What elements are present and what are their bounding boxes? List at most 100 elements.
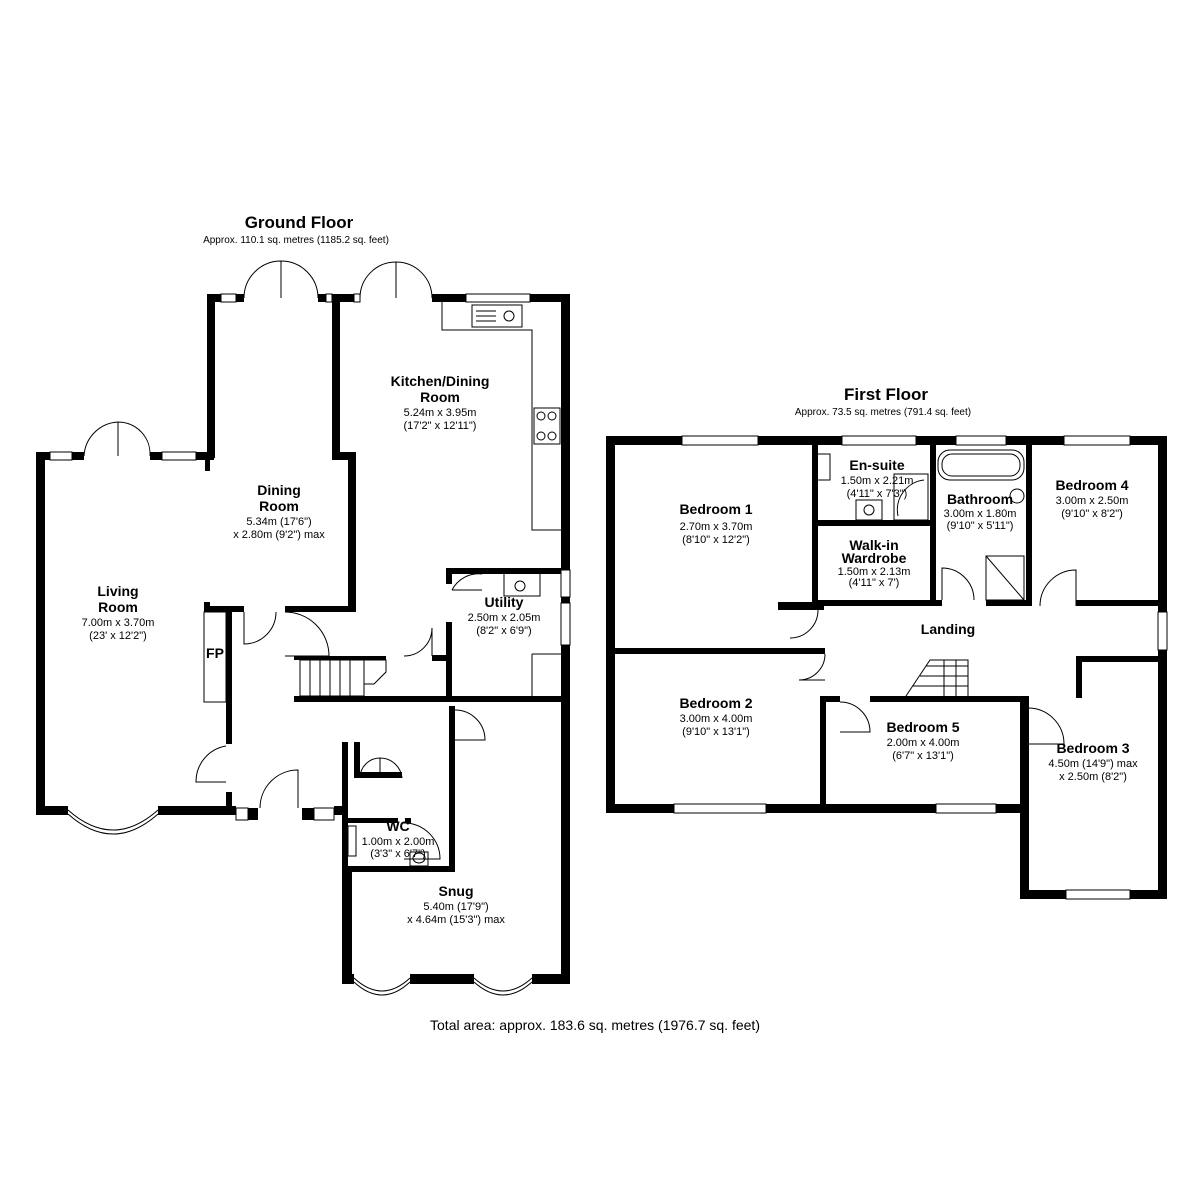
door-swing bbox=[243, 611, 277, 645]
french-door bbox=[243, 260, 319, 299]
window bbox=[1065, 889, 1131, 900]
room-dims: (8'2" x 6'9") bbox=[476, 625, 531, 637]
wall bbox=[158, 806, 236, 815]
wall bbox=[1076, 656, 1082, 698]
room-dims: (9'10" x 8'2") bbox=[1061, 508, 1123, 520]
wall bbox=[205, 455, 210, 471]
bathroom-shower bbox=[985, 555, 1025, 601]
room-name: Room bbox=[420, 389, 460, 405]
room-label-utility: Utility 2.50m x 2.05m (8'2" x 6'9") bbox=[468, 594, 541, 637]
window bbox=[1157, 611, 1168, 651]
room-dims: 5.24m x 3.95m bbox=[404, 407, 477, 419]
wall bbox=[150, 452, 162, 460]
room-label-fireplace: FP bbox=[206, 645, 224, 661]
room-label-bedroom5: Bedroom 5 2.00m x 4.00m (6'7" x 13'1") bbox=[886, 719, 959, 762]
room-label-bedroom1: Bedroom 1 2.70m x 3.70m (8'10" x 12'2") bbox=[679, 501, 752, 546]
room-label-snug: Snug 5.40m (17'9") x 4.64m (15'3") max bbox=[407, 883, 505, 926]
window bbox=[220, 293, 237, 303]
sink bbox=[471, 304, 523, 328]
wall bbox=[342, 866, 455, 872]
window bbox=[1063, 435, 1131, 446]
wall bbox=[1158, 656, 1167, 899]
room-dims: (3'3" x 6'7") bbox=[370, 848, 425, 860]
staircase bbox=[905, 659, 969, 697]
room-dims: 1.50m x 2.13m bbox=[838, 566, 911, 578]
wall bbox=[1076, 656, 1167, 662]
wall bbox=[532, 974, 570, 984]
ground-floor-title: Ground Floor bbox=[245, 213, 354, 232]
room-dims: 5.34m (17'6") bbox=[246, 516, 311, 528]
toilet bbox=[409, 851, 429, 867]
window bbox=[560, 602, 571, 646]
fireplace bbox=[203, 611, 227, 703]
window bbox=[313, 807, 335, 821]
room-name: Bedroom 4 bbox=[1055, 477, 1128, 493]
door-swing bbox=[403, 627, 433, 657]
fireplace-label: FP bbox=[206, 645, 224, 661]
room-label-landing: Landing bbox=[921, 621, 975, 637]
door-swing bbox=[284, 611, 330, 657]
wall bbox=[342, 742, 348, 874]
room-dims: 5.40m (17'9") bbox=[423, 901, 488, 913]
room-name: En-suite bbox=[849, 457, 904, 473]
stair-landing bbox=[364, 659, 387, 685]
wall bbox=[1026, 445, 1032, 606]
window bbox=[235, 807, 249, 821]
window bbox=[161, 451, 197, 461]
wall bbox=[818, 600, 942, 606]
wall bbox=[332, 452, 356, 460]
ensuite-basin bbox=[855, 499, 883, 521]
room-dims: 3.00m x 1.80m bbox=[944, 508, 1017, 520]
wall bbox=[1020, 696, 1029, 898]
window bbox=[325, 293, 333, 303]
first-floor-area: Approx. 73.5 sq. metres (791.4 sq. feet) bbox=[795, 407, 971, 418]
wall bbox=[1022, 696, 1028, 708]
wall bbox=[72, 452, 84, 460]
room-dims: x 2.50m (8'2") bbox=[1059, 771, 1127, 783]
wall bbox=[207, 294, 215, 458]
room-name: Bedroom 1 bbox=[679, 501, 752, 517]
wall bbox=[432, 294, 466, 302]
wc-basin bbox=[347, 825, 357, 857]
worktop bbox=[441, 302, 561, 531]
bay-window bbox=[67, 809, 159, 831]
window bbox=[673, 803, 767, 814]
sink-basin bbox=[503, 310, 515, 322]
room-dims: 7.00m x 3.70m bbox=[82, 617, 155, 629]
door-swing bbox=[454, 709, 486, 741]
room-dims: x 4.64m (15'3") max bbox=[407, 914, 505, 926]
wall bbox=[410, 974, 474, 984]
room-label-wc: WC 1.00m x 2.00m (3'3" x 6'7") bbox=[362, 818, 435, 860]
ensuite-toilet bbox=[818, 453, 831, 481]
wall bbox=[226, 792, 232, 812]
wall bbox=[446, 622, 452, 702]
wall bbox=[332, 294, 340, 458]
room-dims: 2.50m x 2.05m bbox=[468, 612, 541, 624]
room-dims: (4'11" x 7') bbox=[849, 577, 900, 589]
room-dims: 1.00m x 2.00m bbox=[362, 836, 435, 848]
room-name: Bedroom 3 bbox=[1056, 740, 1129, 756]
window bbox=[955, 435, 1007, 446]
room-label-bedroom4: Bedroom 4 3.00m x 2.50m (9'10" x 8'2") bbox=[1055, 477, 1128, 520]
room-dims: (9'10" x 5'11") bbox=[947, 520, 1014, 532]
wall bbox=[820, 696, 840, 702]
window bbox=[465, 293, 531, 303]
window bbox=[841, 435, 917, 446]
wall bbox=[354, 772, 402, 778]
wall bbox=[342, 818, 398, 823]
bay-window bbox=[473, 977, 533, 992]
room-name: Dining bbox=[257, 482, 301, 498]
room-name: Bedroom 2 bbox=[679, 695, 752, 711]
wall bbox=[285, 606, 356, 612]
wall bbox=[36, 452, 45, 814]
wall bbox=[342, 866, 352, 984]
room-name: Bedroom 5 bbox=[886, 719, 959, 735]
wall bbox=[248, 808, 258, 820]
wall bbox=[318, 294, 326, 302]
room-name: Bathroom bbox=[947, 491, 1013, 507]
room-dims: (6'7" x 13'1") bbox=[892, 750, 954, 762]
bay-window bbox=[473, 981, 533, 996]
bay-window bbox=[353, 977, 411, 992]
wall bbox=[302, 808, 314, 820]
